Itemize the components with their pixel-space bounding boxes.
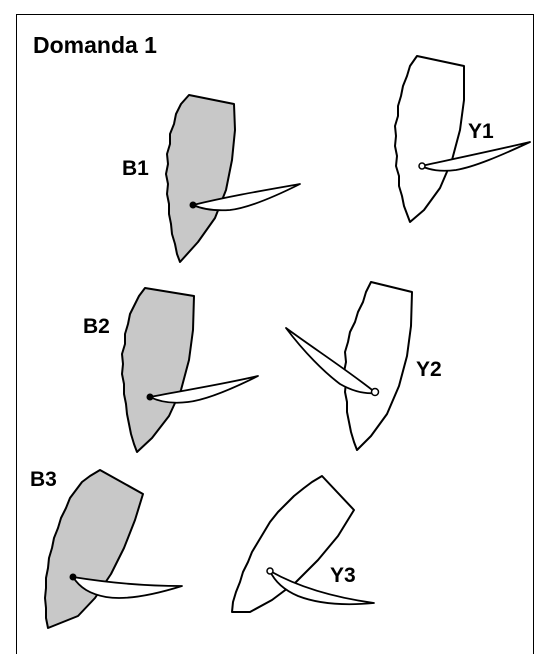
boat-b3-boom [72,576,183,599]
boat-b2: B2 [83,287,259,453]
boat-y3: Y3 [231,475,375,613]
boat-b1-hull [165,94,236,263]
boat-y3-boom [269,570,375,606]
boat-y1-label: Y1 [468,120,494,143]
boat-b2-boom [149,375,259,404]
boat-y2-boom [285,327,377,395]
boat-b1-label: B1 [122,157,149,180]
boat-b1-boom [192,183,301,212]
boat-b2-mast [146,393,154,401]
boat-y2-mast [370,387,380,397]
boat-b3-label: B3 [30,468,57,491]
boat-b3: B3 [30,468,183,629]
boat-b3-mast [69,573,77,581]
boat-y1: Y1 [394,55,531,223]
boat-y3-hull [231,475,355,613]
diagram-frame [16,14,534,654]
boat-y3-label: Y3 [330,564,356,587]
boat-y1-boom [420,141,531,172]
question-title: Domanda 1 [33,32,157,58]
boat-y3-mast [266,567,274,575]
boat-y1-mast [418,162,426,170]
boat-b1: B1 [122,94,301,263]
boat-b3-hull [44,469,144,629]
boat-b2-label: B2 [83,315,110,338]
boat-b1-mast [189,201,197,209]
boat-b2-hull [121,287,195,453]
boat-y2: Y2 [285,281,442,451]
boat-y2-hull [343,281,413,451]
boat-y2-label: Y2 [416,358,442,381]
boat-y1-hull [394,55,465,223]
